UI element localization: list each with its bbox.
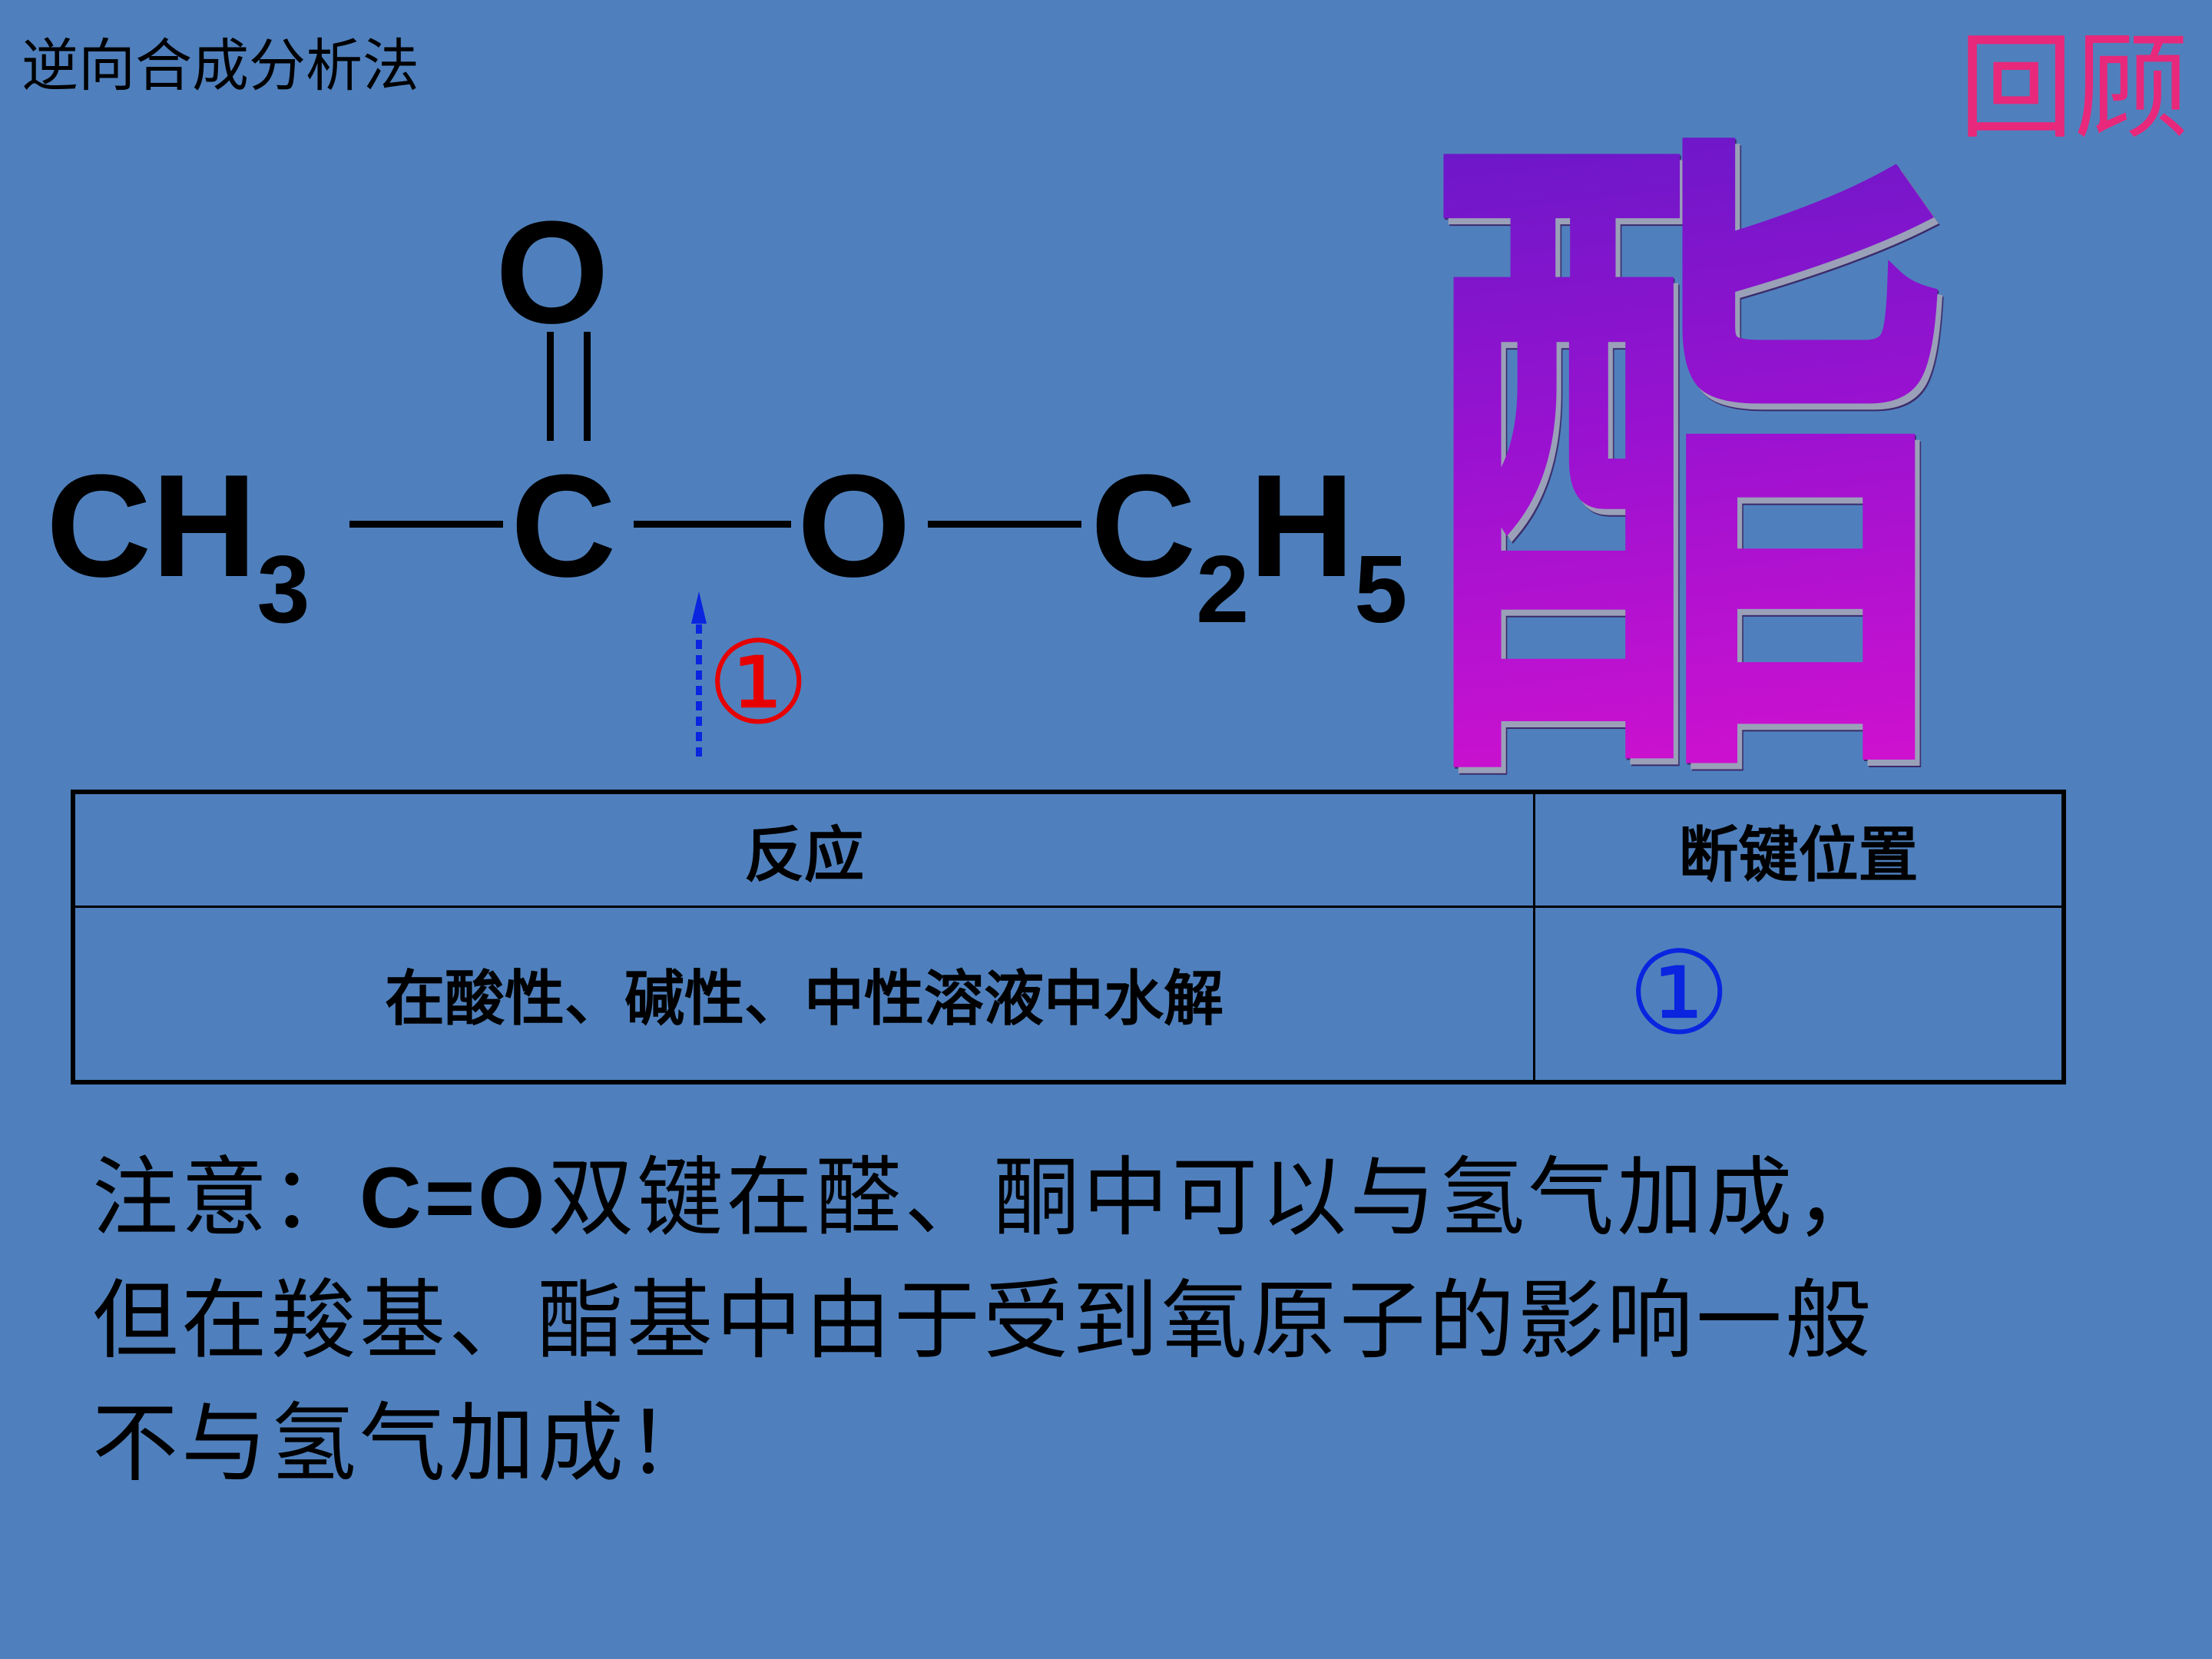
table-row: 在酸性、碱性、中性溶液中水解 ①: [71, 906, 2065, 1084]
ethyl-h: H: [1249, 445, 1355, 608]
cell-reaction: 在酸性、碱性、中性溶液中水解: [71, 906, 1535, 1084]
ch-text: CH: [46, 445, 257, 608]
ester-oxygen: O: [797, 445, 911, 608]
ethyl-c: C: [1091, 445, 1197, 608]
ester-character: 酯: [1429, 71, 1956, 866]
review-label: 回顾: [1958, 22, 2189, 155]
note-line-1: 注意：C=O双键在醛、酮中可以与氢气加成，: [92, 1137, 2151, 1260]
note-paragraph: 注意：C=O双键在醛、酮中可以与氢气加成， 但在羧基、酯基中由于受到氧原子的影响…: [92, 1137, 2151, 1505]
header-break-position: 断键位置: [1533, 790, 2065, 909]
ethyl-h-subscript: 5: [1354, 537, 1408, 643]
ch3-group: CH3: [46, 453, 310, 637]
note-lead: 注意：: [92, 1148, 359, 1248]
bond-c-o: [634, 521, 791, 528]
bond-ch3-c: [349, 521, 503, 528]
ethyl-group: C2H5: [1091, 453, 1407, 637]
ch3-subscript: 3: [257, 537, 310, 643]
break-arrow-icon: [691, 591, 707, 757]
bond-o-c2h5: [928, 521, 1081, 528]
note-formula: C=O: [359, 1150, 548, 1246]
note-line-3: 不与氢气加成！: [92, 1394, 716, 1494]
table-header-row: 反应 断键位置: [71, 790, 2065, 909]
slide-title: 逆向合成分析法: [22, 33, 419, 99]
double-bond-right: [584, 332, 591, 441]
carbonyl-oxygen: O: [495, 191, 609, 354]
note-line-1-rest: 双键在醛、酮中可以与氢气加成，: [548, 1148, 1885, 1248]
double-bond-left: [547, 332, 554, 441]
note-line-2: 但在羧基、酯基中由于受到氧原子的影响一般: [92, 1271, 1874, 1371]
break-position-marker: ①: [707, 617, 810, 750]
ethyl-c-subscript: 2: [1196, 537, 1250, 643]
carbonyl-carbon: C: [511, 445, 617, 608]
header-reaction: 反应: [71, 790, 1535, 909]
cell-break-position: ①: [1533, 906, 2065, 1084]
reaction-table: 反应 断键位置 在酸性、碱性、中性溶液中水解 ①: [71, 790, 2066, 1084]
